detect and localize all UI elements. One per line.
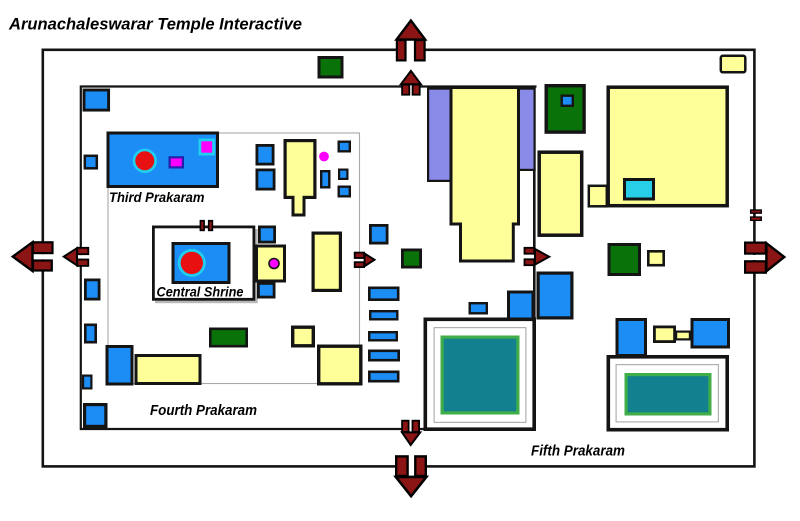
svg-text:Third Prakaram: Third Prakaram [109, 189, 205, 205]
svg-text:Fifth Prakaram: Fifth Prakaram [531, 443, 625, 459]
svg-text:Central Shrine: Central Shrine [157, 284, 244, 300]
svg-text:Fourth Prakaram: Fourth Prakaram [150, 403, 257, 419]
svg-text:Arunachaleswarar Temple Intera: Arunachaleswarar Temple Interactive [8, 16, 302, 34]
